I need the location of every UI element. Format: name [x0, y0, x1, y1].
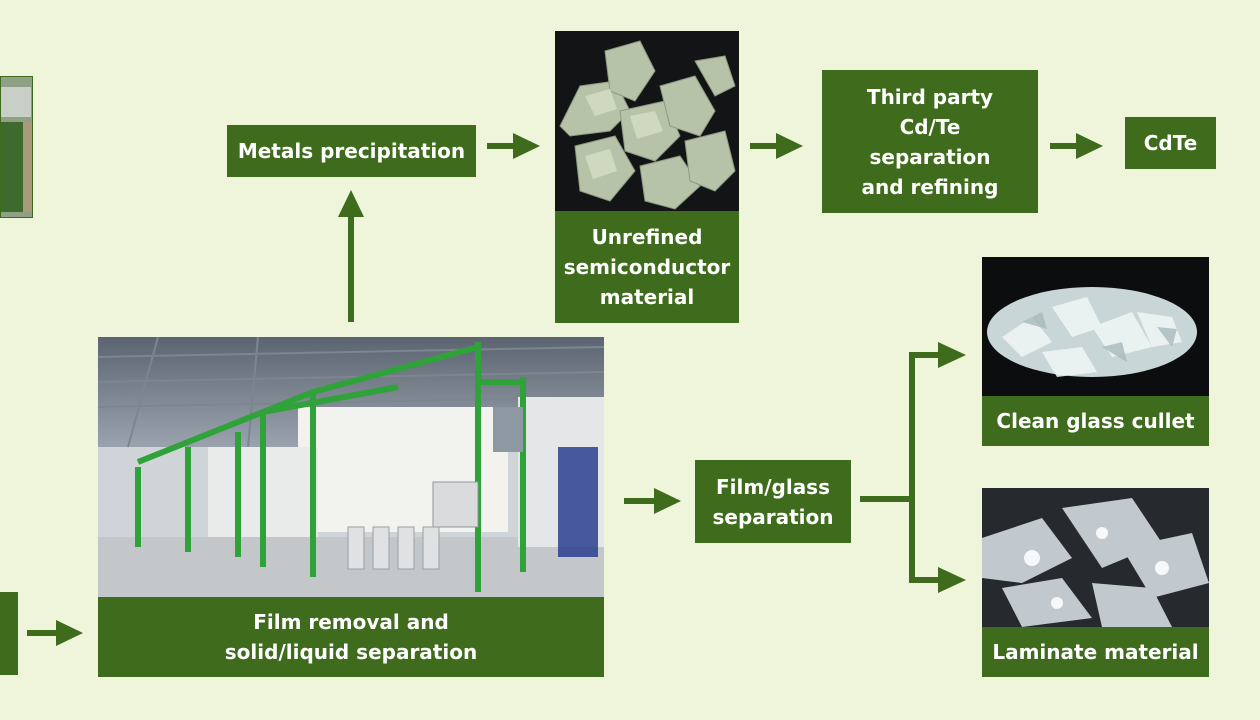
unrefined-semiconductor-box: Unrefined semiconductor material — [555, 211, 739, 323]
laminate-material-label: Laminate material — [992, 640, 1199, 664]
arrow-right-icon — [750, 133, 803, 159]
arrow-right-icon — [27, 620, 83, 646]
unrefined-semiconductor-label: Unrefined semiconductor material — [563, 225, 731, 309]
arrow-right-icon — [624, 488, 681, 514]
cdte-label: CdTe — [1143, 131, 1198, 155]
arrow-right-icon — [938, 342, 966, 368]
film-glass-separation-label: Film/glass separation — [712, 474, 834, 529]
clean-glass-cullet-box: Clean glass cullet — [982, 396, 1209, 446]
film-glass-separation-box: Film/glass separation — [695, 460, 851, 543]
partial-source-box — [0, 592, 18, 675]
film-removal-label: Film removal and solid/liquid separation — [224, 610, 478, 664]
clean-glass-cullet-photo — [982, 257, 1209, 396]
film-removal-box: Film removal and solid/liquid separation — [98, 597, 604, 677]
third-party-refining-label: Third party Cd/Te separation and refinin… — [861, 84, 999, 199]
cropped-module-photo — [0, 76, 33, 218]
laminate-material-photo — [982, 488, 1209, 627]
cdte-box: CdTe — [1125, 117, 1216, 169]
arrow-right-icon — [938, 567, 966, 593]
metals-precipitation-label: Metals precipitation — [237, 139, 466, 163]
arrow-right-icon — [1050, 133, 1103, 159]
semiconductor-material-photo — [555, 31, 739, 211]
branch-connector — [860, 352, 940, 583]
film-removal-facility-photo — [98, 337, 604, 597]
arrow-up-icon — [338, 190, 364, 322]
metals-precipitation-box: Metals precipitation — [227, 125, 476, 177]
arrow-right-icon — [487, 133, 540, 159]
laminate-material-box: Laminate material — [982, 627, 1209, 677]
clean-glass-cullet-label: Clean glass cullet — [996, 409, 1195, 433]
third-party-refining-box: Third party Cd/Te separation and refinin… — [822, 70, 1038, 213]
